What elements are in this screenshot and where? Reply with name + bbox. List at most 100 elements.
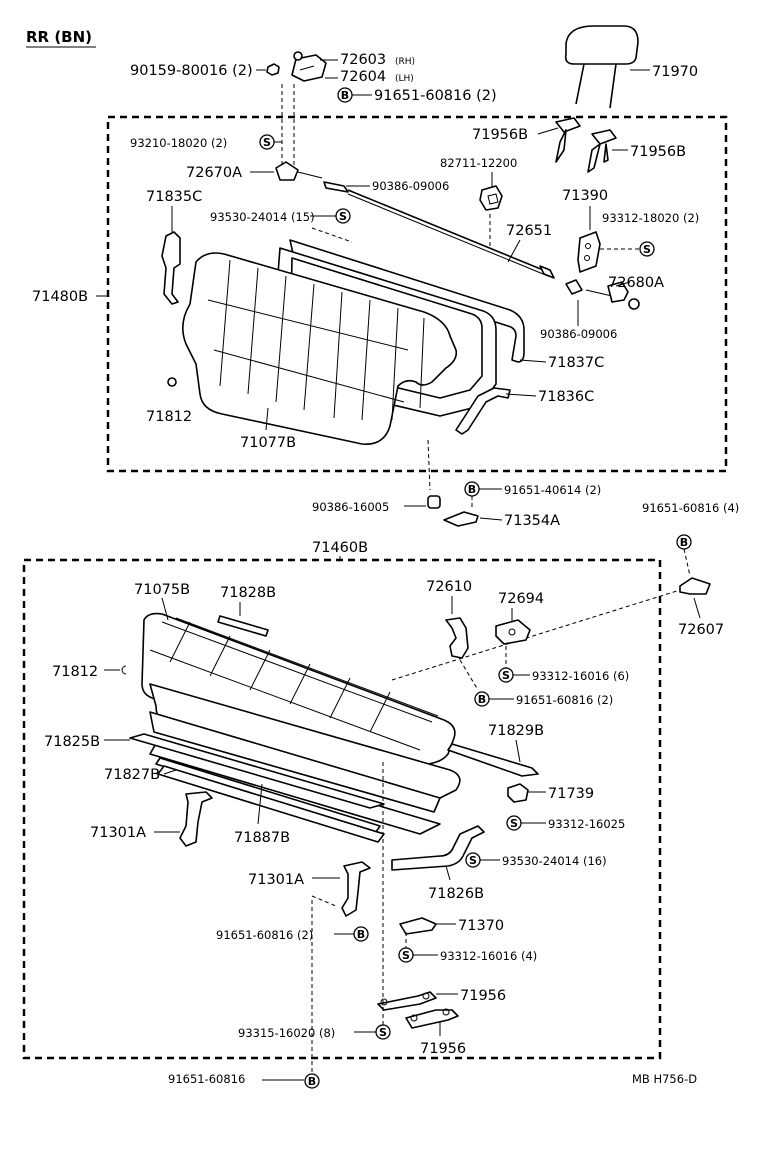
label-71812-upper: 71812 [146,409,192,425]
screw-symbol-icon: S [259,134,275,150]
svg-text:B: B [308,1075,316,1088]
lever-72680A-icon [565,279,640,310]
leader-72651 [507,239,521,263]
diagram-reference: MB H756-D [632,1072,697,1086]
headrest-71970-icon [564,25,650,109]
label-72680A: 72680A [608,275,664,291]
screw-symbol-icon: S [335,208,351,224]
label-71739: 71739 [548,786,594,802]
label-90159: 90159-80016 (2) [130,63,253,79]
label-72604: 72604 [340,69,386,85]
label-71956B-a: 71956B [472,127,528,143]
diagram-code: RR (BN) [26,28,92,46]
lower-assembly-label: 71460B [312,540,368,556]
label-82711: 82711-12200 [440,156,517,170]
label-71836C: 71836C [538,389,594,405]
label-71835C: 71835C [146,189,202,205]
leader-71887B [257,783,263,825]
label-91651-60816-bottom: 91651-60816 [168,1072,245,1086]
cable-72651-icon [323,181,555,279]
svg-text:S: S [263,136,271,149]
striker-72694-icon [495,619,531,645]
bolt-symbol-icon: B [304,1073,320,1089]
label-93312-16016-4: 93312-16016 (4) [440,949,537,963]
rail-71829B-icon [447,743,539,777]
hinge-71956-b-icon [405,1008,459,1029]
label-71370: 71370 [458,918,504,934]
leader-71836C [505,393,537,397]
dashed-72610 [459,659,479,691]
hinge-71354A-icon [443,511,479,527]
lever-72670A-icon [275,161,323,181]
label-93312-18020: 93312-18020 (2) [602,211,699,225]
label-71390: 71390 [562,188,608,204]
cushion-90386-16005-icon [427,495,441,509]
leader-71075B [161,597,169,621]
label-71812-lower: 71812 [52,664,98,680]
svg-text:S: S [339,210,347,223]
label-91651-60816-2a: 91651-60816 (2) [516,693,613,707]
seat-cushion-71075B-icon [141,612,456,771]
leader-72680A [615,281,631,287]
rail-71825B-icon [129,733,385,809]
label-71956B-b: 71956B [630,144,686,160]
label-90386-09006-a: 90386-09006 [372,179,449,193]
upper-assembly-label: 71480B [32,289,88,305]
bracket-71390-icon [577,231,601,273]
svg-text:S: S [379,1026,387,1039]
svg-text:S: S [402,949,410,962]
label-71354A: 71354A [504,513,560,529]
screw-symbol-icon: S [498,667,514,683]
bracket-71836C-icon [455,387,511,435]
dashed-72607 [683,548,691,577]
svg-text:B: B [478,693,486,706]
label-72694: 72694 [498,591,544,607]
leader-71077B [265,407,269,431]
label-71828B: 71828B [220,585,276,601]
label-72603: 72603 [340,52,386,68]
svg-text:B: B [680,536,688,549]
label-71956-a: 71956 [460,988,506,1004]
label-71887B: 71887B [234,830,290,846]
seatback-cushion-71077B-icon [182,252,458,445]
bracket-71370-icon [399,917,437,935]
label-71837C: 71837C [548,355,604,371]
label-93312-16025: 93312-16025 [548,817,625,831]
label-71077B: 71077B [240,435,296,451]
label-91651-top: 91651-60816 (2) [374,88,497,104]
bolt-symbol-icon: B [474,691,490,707]
upper-assembly-frame [106,115,728,473]
stopper-71739-icon [507,783,529,803]
leader-71837C [519,359,547,363]
latch-72610-icon [445,617,469,659]
svg-text:S: S [469,854,477,867]
label-72604-side: (LH) [395,74,414,84]
dashed-71301A-b [311,895,337,907]
label-71970: 71970 [652,64,698,80]
dashed-93530-15 [311,227,353,243]
label-93312-16016-6: 93312-16016 (6) [532,669,629,683]
pin-71812-icon [167,377,177,387]
hinge-72607-icon [679,577,711,595]
label-90386-09006-b: 90386-09006 [540,327,617,341]
bracket-71301A-a-icon [179,791,213,847]
label-72603-side: (RH) [395,57,415,67]
screw-symbol-icon: S [506,815,522,831]
screw-symbol-icon: S [465,852,481,868]
stay-71826B-icon [391,825,485,871]
bolt-symbol-icon: B [337,87,353,103]
bolt-symbol-icon: B [676,534,692,550]
svg-text:S: S [510,817,518,830]
label-71825B: 71825B [44,734,100,750]
label-71829B: 71829B [488,723,544,739]
bracket-71301A-b-icon [341,861,371,917]
label-71827B: 71827B [104,767,160,783]
label-93530-16: 93530-24014 (16) [502,854,607,868]
frame-71835C-icon [161,231,181,305]
hinge-71956-a-icon [377,991,437,1011]
label-71956-b: 71956 [420,1041,466,1057]
leader-71827B [163,769,177,775]
label-71301A-a: 71301A [90,825,146,841]
leader-71826B [445,865,451,881]
